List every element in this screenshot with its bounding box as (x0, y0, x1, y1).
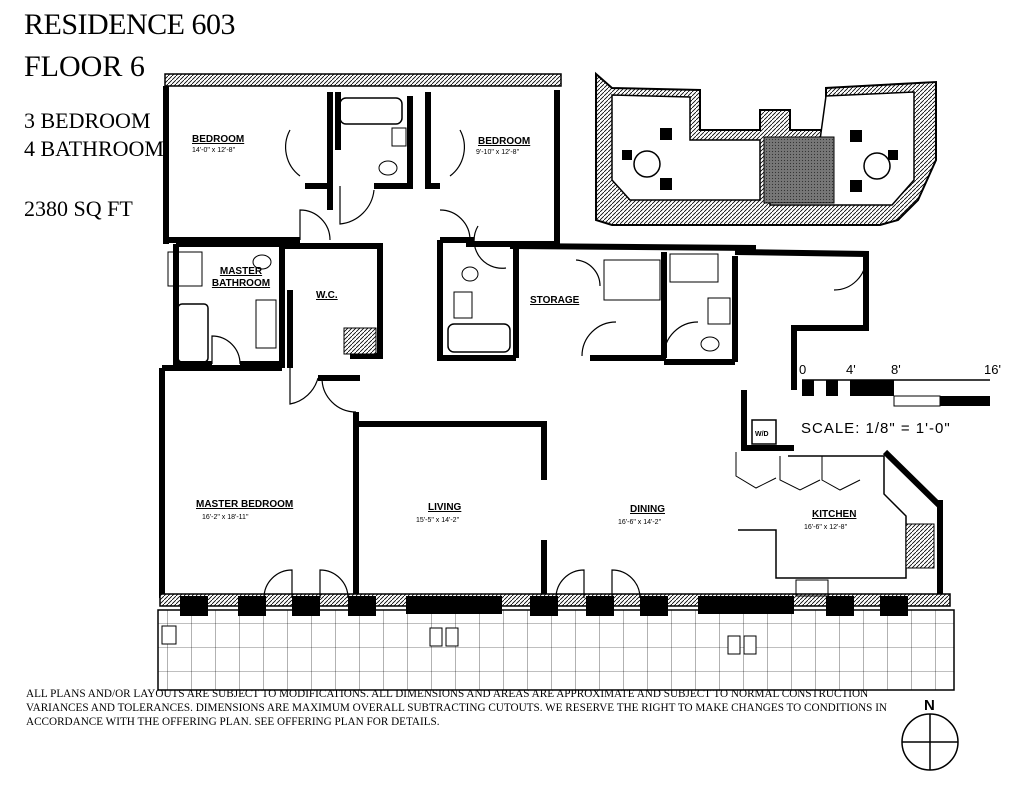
room-name: MASTER BATHROOM (211, 266, 271, 289)
room-dimensions: 14'-0" x 12'-8" (192, 147, 236, 154)
room-labels: BEDROOM 14'-0" x 12'-8" BEDROOM 9'-10" x… (192, 134, 856, 531)
room-name: BEDROOM (192, 134, 244, 145)
compass-icon: N (901, 697, 959, 771)
scale-bar: 0 4' 8' 16' SCALE: 1/8" = 1'-0" (799, 362, 1001, 437)
walls (159, 73, 943, 598)
fixtures (167, 97, 935, 597)
floor-number: FLOOR 6 (24, 50, 145, 83)
roof-terrace (595, 71, 937, 226)
bathroom-count: 4 BATHROOM (24, 136, 164, 161)
scale-tick-label: 0 (799, 362, 806, 377)
residence-title: RESIDENCE 603 (24, 8, 236, 41)
room-name: KITCHEN (812, 509, 856, 520)
scale-label: SCALE: 1/8" = 1'-0" (801, 420, 951, 437)
square-footage: 2380 SQ FT (24, 196, 133, 221)
room-name: W.C. (316, 290, 338, 301)
doors (211, 129, 867, 599)
room-dimensions: 16'-2" x 18'-11" (202, 514, 249, 521)
room-name: BEDROOM (478, 136, 530, 147)
compass-north-label: N (924, 697, 935, 714)
scale-tick-label: 4' (846, 362, 856, 377)
room-dimensions: 15'-5" x 14'-2" (416, 517, 460, 524)
room-name: DINING (630, 504, 665, 515)
window-wall (157, 593, 955, 691)
room-dimensions: 9'-10" x 12'-8" (476, 149, 520, 156)
room-name: LIVING (428, 502, 462, 513)
disclaimer-text: All plans and/or layouts are subject to … (26, 688, 887, 728)
room-dimensions: 16'-6" x 14'-2" (618, 519, 662, 526)
scale-tick-label: 16' (984, 362, 1001, 377)
room-name-wrap: MASTER BATHROOM (211, 266, 271, 289)
room-name: MASTER BEDROOM (196, 499, 293, 510)
room-dimensions: 16'-6" x 12'-8" (804, 524, 848, 531)
room-name: STORAGE (530, 295, 580, 306)
laundry-label: W/D (755, 431, 769, 438)
bedroom-count: 3 BEDROOM (24, 108, 151, 133)
scale-tick-label: 8' (891, 362, 901, 377)
